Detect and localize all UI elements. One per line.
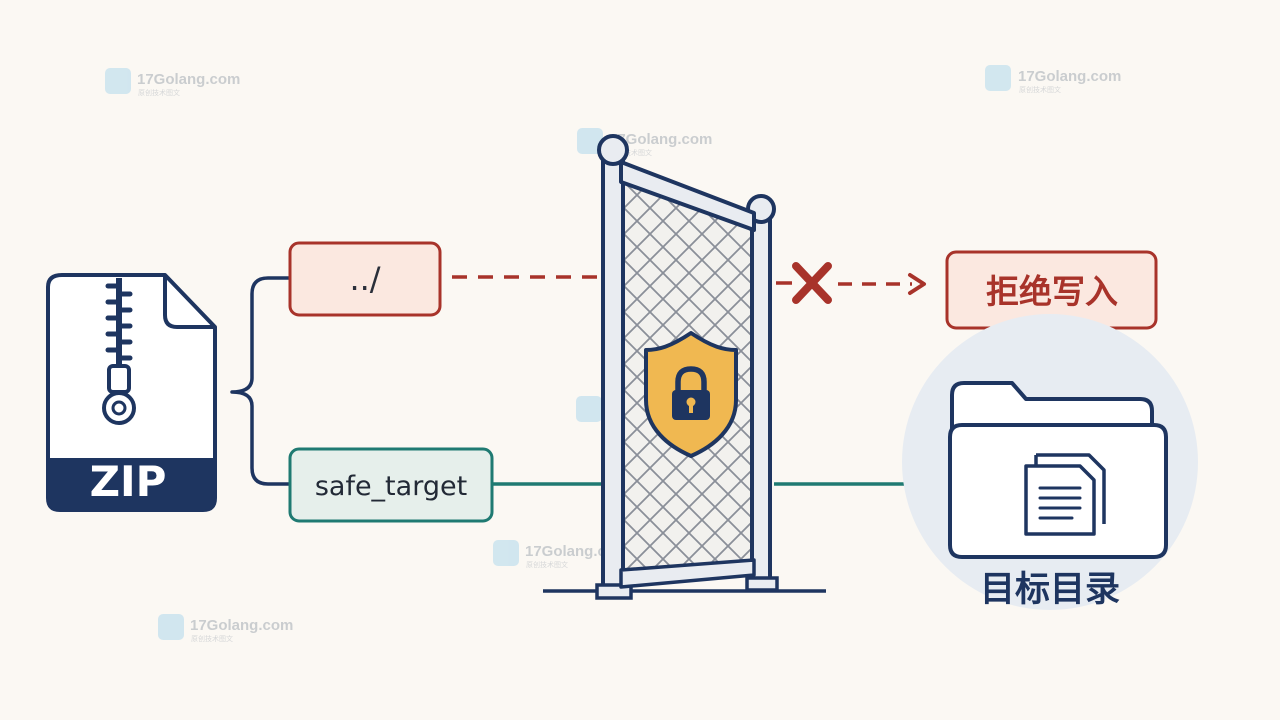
malicious-path-box: ../ [288,241,442,317]
watermark: 17Golang.com 原创技术图文 [577,128,712,157]
safe-target-box: safe_target [288,447,494,523]
watermark-text: 17Golang.com [190,617,293,634]
target-dir-label: 目标目录 [980,570,1120,610]
watermark: 17Golang.com 原创技术图文 [158,614,293,643]
shield-lock-icon [644,331,738,458]
watermark-subtext: 原创技术图文 [610,148,652,157]
safe-target-label: safe_target [315,471,467,502]
watermark-subtext: 原创技术图文 [526,560,568,569]
cross-icon [792,262,832,304]
watermark: 17Golang.com 原创技术图文 [985,65,1121,94]
watermark-text: 17Golang.com [1018,68,1121,85]
malicious-path-label: ../ [349,260,380,298]
watermark-subtext: 原创技术图文 [138,88,180,97]
watermark-subtext: 原创技术图文 [191,634,233,643]
watermark-text: 17Golang.com [137,71,240,88]
reject-label: 拒绝写入 [986,272,1118,311]
zipper-icon [102,278,136,425]
rejected-arrowhead [908,273,926,295]
document-icon [1024,453,1106,536]
watermark-text: 17Golang.com [609,131,712,148]
watermark-subtext: 原创技术图文 [1019,85,1061,94]
zip-file-icon: ZIP [46,273,217,512]
watermark: 17Golang.com 原创技术图文 [105,68,240,97]
zip-label: ZIP [90,457,167,506]
branch-connector [230,276,290,486]
